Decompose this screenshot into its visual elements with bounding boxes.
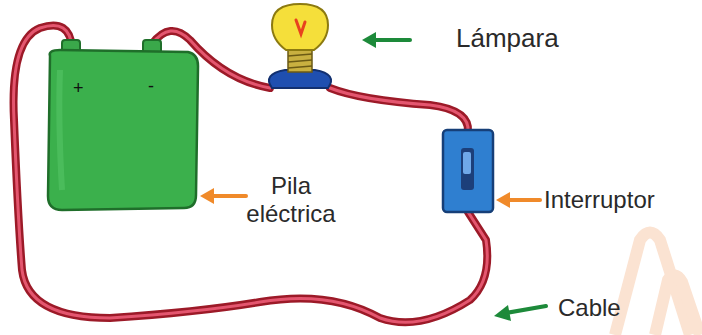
cable-wire — [14, 26, 488, 323]
part-label: Interruptor — [544, 186, 655, 214]
part-label: Pila eléctrica — [232, 172, 350, 227]
watermark — [615, 233, 700, 335]
switch — [443, 130, 493, 212]
leader-arrows — [200, 32, 546, 321]
part-label: Lámpara — [456, 24, 559, 54]
part-label: Cable — [558, 294, 621, 322]
lamp — [269, 4, 331, 88]
terminal-sign: + — [73, 78, 84, 99]
battery — [48, 40, 198, 210]
terminal-sign: - — [148, 76, 154, 97]
